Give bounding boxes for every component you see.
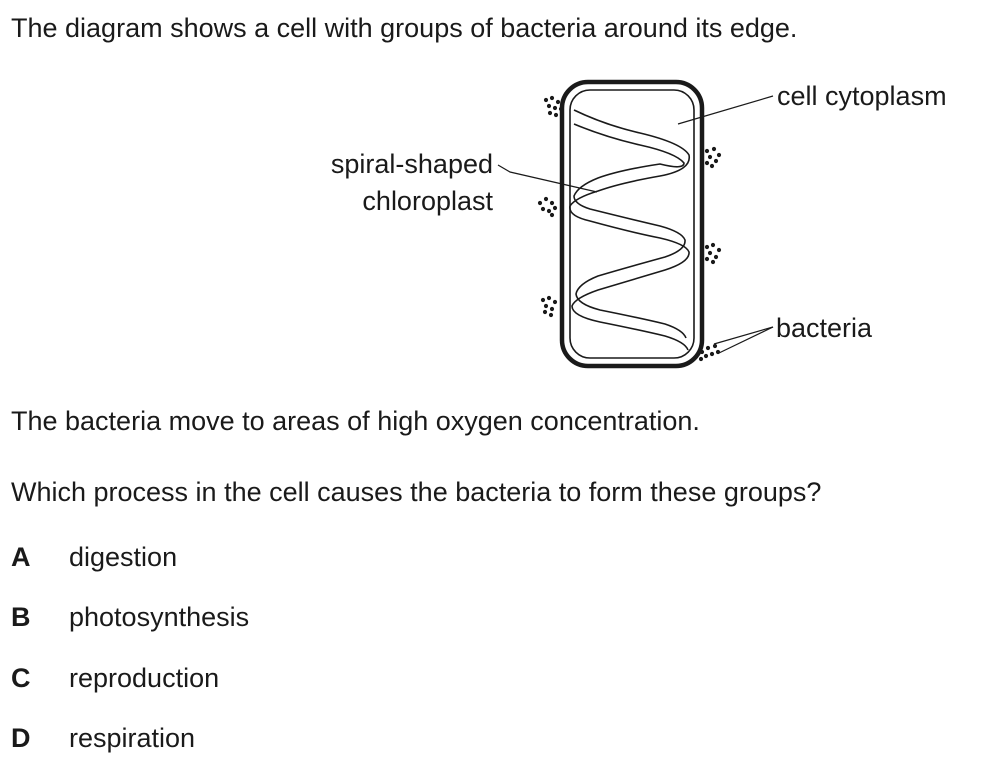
bacteria-group-left-middle xyxy=(537,196,558,218)
cell-membrane xyxy=(569,89,695,359)
bacteria-group-top-left xyxy=(543,95,564,118)
leader-line-bacteria-2 xyxy=(718,326,774,354)
bacteria-groups xyxy=(537,95,722,362)
bacteria-group-bottom-right xyxy=(698,343,721,362)
label-cell-cytoplasm: cell cytoplasm xyxy=(777,81,947,111)
option-text: photosynthesis xyxy=(69,602,250,632)
leader-line-cytoplasm xyxy=(677,95,774,125)
cell-wall xyxy=(559,79,705,369)
option-text: respiration xyxy=(69,723,196,753)
leader-lines xyxy=(497,95,774,354)
option-letter: A xyxy=(11,542,31,572)
option-text: digestion xyxy=(69,542,178,572)
question-prompt: Which process in the cell causes the bac… xyxy=(11,477,822,507)
leader-line-chloroplast xyxy=(497,164,598,193)
question-intro: The diagram shows a cell with groups of … xyxy=(11,13,798,43)
option-letter: D xyxy=(11,723,31,753)
label-bacteria: bacteria xyxy=(776,313,873,343)
bacteria-group-left-lower xyxy=(540,295,558,318)
label-spiral-shaped: spiral-shaped xyxy=(331,149,493,179)
bacteria-group-right-upper xyxy=(704,146,722,169)
option-letter: C xyxy=(11,663,31,693)
label-chloroplast: chloroplast xyxy=(362,186,493,216)
question-statement: The bacteria move to areas of high oxyge… xyxy=(11,406,700,436)
option-letter: B xyxy=(11,602,31,632)
cell-diagram: cell cytoplasm spiral-shaped chloroplast… xyxy=(331,79,947,369)
option-text: reproduction xyxy=(69,663,220,693)
bacteria-group-right-middle xyxy=(704,242,722,265)
spiral-chloroplast xyxy=(569,109,691,351)
leader-line-bacteria-1 xyxy=(713,326,774,345)
